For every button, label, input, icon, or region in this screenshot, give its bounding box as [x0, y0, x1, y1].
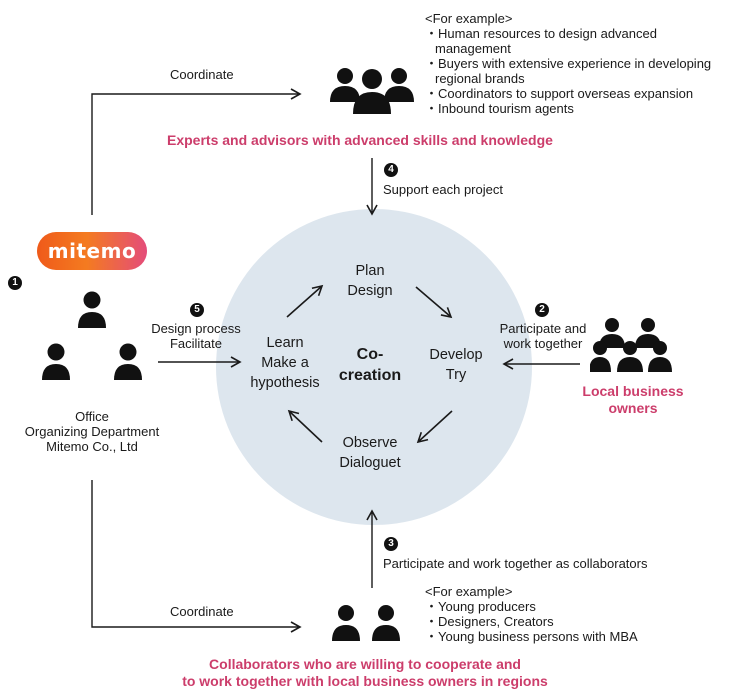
cycle-arrow-learn-plan: [286, 284, 324, 318]
local-owners-line2: owners: [608, 400, 658, 416]
collaborators-examples: <For example> ・Young producers ・Designer…: [425, 584, 638, 644]
step-4-badge: 4: [384, 163, 398, 177]
cycle-plan-line2: Design: [347, 283, 393, 299]
experts-example-header: <For example>: [425, 11, 513, 26]
cycle-plan: Plan Design: [330, 261, 410, 301]
collaborators-title-line1: Collaborators who are willing to coopera…: [209, 656, 521, 672]
step-1-badge: 1: [8, 276, 22, 290]
step-5-badge: 5: [190, 303, 204, 317]
step-5-label-line1: Design process: [151, 321, 241, 336]
experts-example-item: ・Buyers with extensive experience in dev…: [425, 56, 712, 71]
cycle-learn-line2: Make a: [261, 355, 309, 371]
office-line1: Office: [75, 409, 109, 424]
step-2-label-line2: work together: [503, 336, 583, 351]
collaborators-example-header: <For example>: [425, 584, 513, 599]
office-line3: Mitemo Co., Ltd: [46, 439, 138, 454]
cycle-arrow-develop-observe: [416, 410, 453, 444]
step-2-label-line1: Participate and: [499, 321, 587, 336]
cycle-learn: Learn Make a hypothesis: [240, 333, 330, 393]
co-creation-circle: [216, 209, 532, 525]
step-2-label: Participate and work together: [488, 321, 598, 351]
office-people-icon: [42, 291, 142, 380]
experts-examples: <For example> ・Human resources to design…: [425, 11, 711, 116]
cycle-plan-line1: Plan: [355, 263, 385, 279]
collaborators-title-line2: to work together with local business own…: [182, 673, 548, 689]
collaborators-group-icon: [332, 605, 400, 641]
experts-example-item: ・Inbound tourism agents: [425, 101, 574, 116]
experts-example-item: ・Coordinators to support overseas expans…: [425, 86, 694, 101]
collaborators-title: Collaborators who are willing to coopera…: [150, 656, 580, 690]
experts-group-icon: [330, 68, 414, 114]
local-owners-group-icon: [590, 318, 672, 372]
step-5-label-line2: Facilitate: [169, 336, 223, 351]
mitemo-logo: mitemo: [37, 232, 147, 270]
cycle-center-line2: creation: [338, 367, 402, 384]
collaborators-example-item: ・Designers, Creators: [425, 614, 554, 629]
collaborators-example-item: ・Young producers: [425, 599, 536, 614]
step-3-label: Participate and work together as collabo…: [383, 556, 648, 571]
cycle-develop-line1: Develop: [429, 347, 483, 363]
cycle-learn-line1: Learn: [266, 335, 304, 351]
step-2-badge: 2: [535, 303, 549, 317]
local-owners-title: Local business owners: [572, 383, 694, 417]
cycle-observe: Observe Dialoguet: [325, 433, 415, 473]
cycle-learn-line3: hypothesis: [250, 375, 320, 391]
experts-example-item: regional brands: [435, 71, 525, 86]
experts-example-item: ・Human resources to design advanced: [425, 26, 657, 41]
local-owners-line1: Local business: [582, 383, 684, 399]
coordinate-bottom-arrow: [91, 480, 302, 633]
cycle-develop-line2: Try: [445, 367, 467, 383]
coordinate-top-label: Coordinate: [170, 67, 234, 82]
step-4-label: Support each project: [383, 182, 503, 197]
cycle-arrow-plan-develop: [415, 286, 453, 319]
cycle-develop: Develop Try: [416, 345, 496, 385]
collaborators-example-item: ・Young business persons with MBA: [425, 629, 638, 644]
experts-example-item: management: [435, 41, 511, 56]
step-5-label: Design process Facilitate: [140, 321, 252, 351]
cycle-observe-line1: Observe: [342, 435, 398, 451]
cycle-arrow-observe-learn: [287, 409, 323, 443]
cycle-center: Co- creation: [330, 344, 410, 386]
coordinate-top-arrow: [91, 88, 302, 215]
office-line2: Organizing Department: [24, 424, 160, 439]
office-label: Office Organizing Department Mitemo Co.,…: [4, 409, 180, 454]
cycle-observe-line2: Dialoguet: [339, 455, 401, 471]
step-3-badge: 3: [384, 537, 398, 551]
cycle-center-line1: Co-: [356, 346, 384, 363]
coordinate-bottom-label: Coordinate: [170, 604, 234, 619]
experts-title: Experts and advisors with advanced skill…: [167, 132, 553, 148]
